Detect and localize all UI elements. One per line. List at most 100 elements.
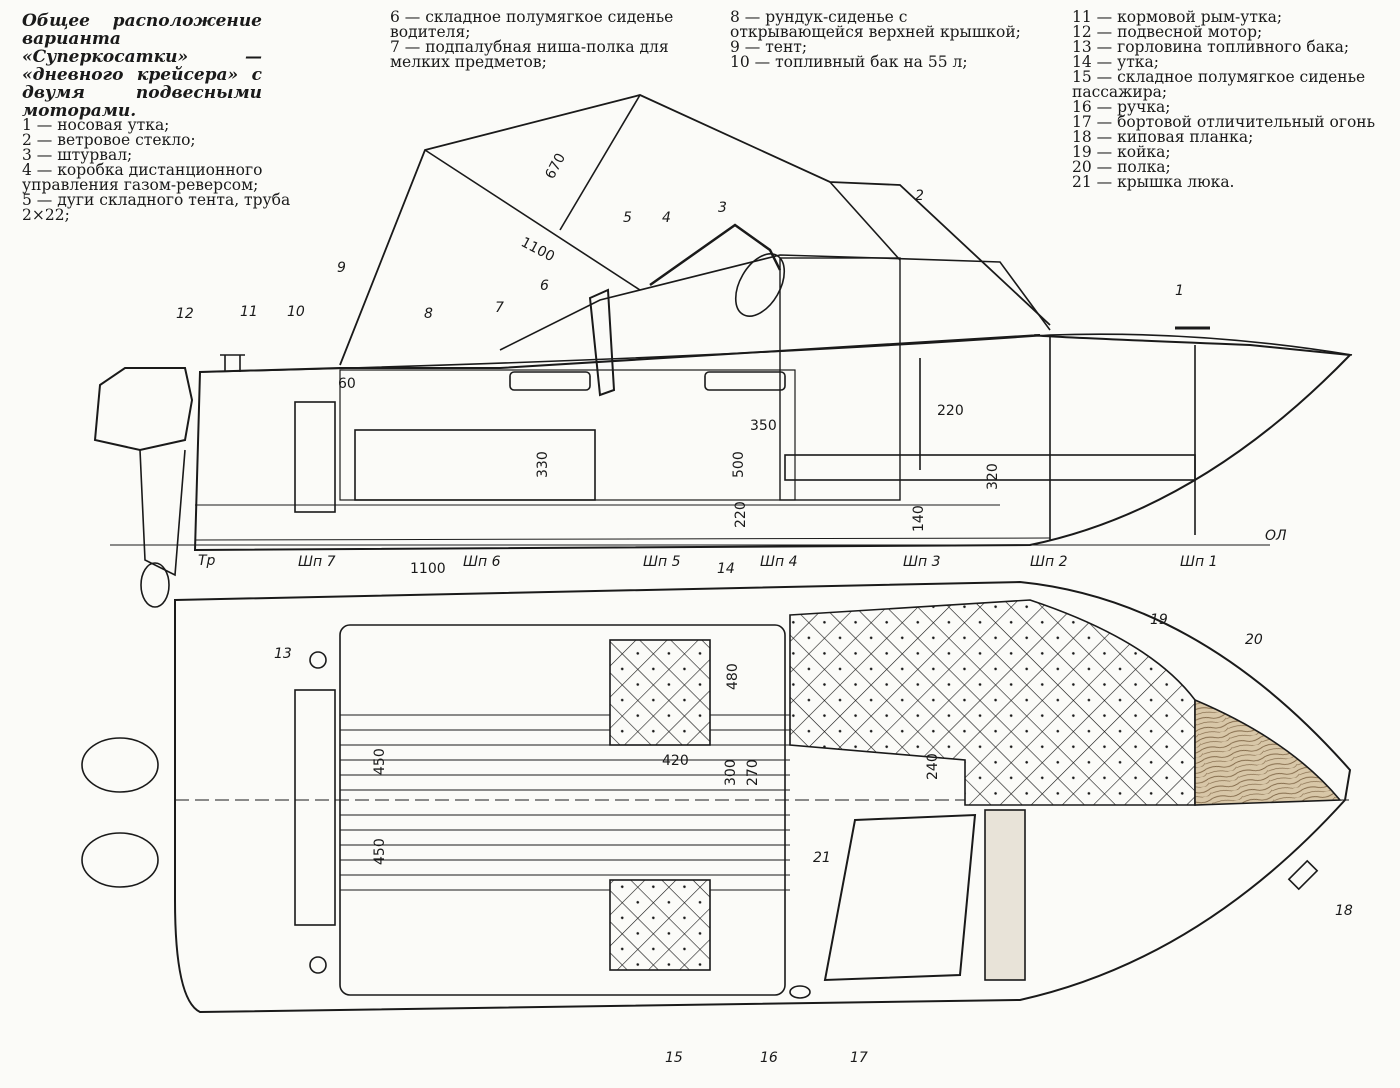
legend-item-15: 15 — складное полумягкое сиденье пассажи… — [1072, 68, 1366, 101]
station-label-3: Шп 5 — [643, 554, 681, 570]
plan-hull — [174, 580, 1352, 1014]
steering-wheel — [734, 253, 786, 317]
dimension-label-4: 500 — [731, 451, 747, 478]
legend-col-3: 8 — рундук-сиденье с открывающейся верхн… — [730, 8, 1030, 70]
callout-label-17: 17 — [850, 1050, 868, 1066]
callout-label-6: 6 — [540, 278, 549, 294]
legend-item-8: 8 — рундук-сиденье с открывающейся верхн… — [730, 8, 1021, 41]
plan-view — [81, 580, 1352, 1014]
transom-locker — [294, 689, 336, 926]
callout-label-15: 15 — [665, 1050, 683, 1066]
bulkhead-box — [779, 257, 901, 501]
callout-label-7: 7 — [495, 300, 504, 316]
legend-item-11: 11 — кормовой рым-утка; — [1072, 8, 1283, 26]
niche-shelf-2 — [704, 371, 786, 391]
callout-label-19: 19 — [1150, 612, 1168, 628]
callout-label-3: 3 — [718, 200, 727, 216]
side-view — [93, 94, 1353, 608]
station-label-4: Шп 4 — [760, 554, 797, 570]
windscreen-plan — [984, 809, 1026, 981]
legend-col-1: 1 — носовая утка; 2 — ветровое стекло; 3… — [22, 116, 342, 223]
legend-item-7: 7 — подпалубная ниша-полка для мелких пр… — [390, 38, 669, 71]
dimension-label-6: 220 — [937, 403, 964, 419]
callout-label-13: 13 — [274, 646, 292, 662]
dimension-label-2: 60 — [338, 376, 356, 392]
dimension-label-13: 450 — [372, 748, 388, 775]
callout-label-1: 1 — [1175, 283, 1184, 299]
dimension-label-10: 1100 — [410, 561, 446, 577]
legend-col-4: 11 — кормовой рым-утка; 12 — подвесной м… — [1072, 8, 1390, 191]
propeller — [140, 562, 170, 608]
dimension-label-14: 450 — [372, 838, 388, 865]
fuel-filler — [309, 651, 327, 669]
legend-item-21: 21 — крышка люка. — [1072, 173, 1235, 191]
tent-hoop-2 — [559, 94, 641, 231]
legend-item-9: 9 — тент; — [730, 38, 808, 56]
dimension-label-11: 480 — [725, 663, 741, 690]
callout-label-11: 11 — [240, 304, 258, 320]
dimension-label-7: 220 — [733, 501, 749, 528]
legend-col-2: 6 — складное полумягкое сиденье водителя… — [390, 8, 690, 71]
dimension-label-17: 240 — [925, 753, 941, 780]
motor-top-1 — [81, 737, 159, 793]
driver-seat-plan — [609, 639, 711, 746]
figure-title: Общее расположение варианта «Суперкосатк… — [22, 11, 262, 121]
fairlead — [1287, 859, 1319, 891]
passenger-seat-plan — [609, 879, 711, 971]
tent-edge — [829, 181, 901, 261]
fuel-tank-side — [294, 401, 336, 513]
legend-item-19: 19 — койка; — [1072, 143, 1171, 161]
callout-label-14: 14 — [717, 561, 735, 577]
legend-item-2: 2 — ветровое стекло; — [22, 131, 196, 149]
callout-label-21: 21 — [813, 850, 831, 866]
legend-item-16: 16 — ручка; — [1072, 98, 1171, 116]
driver-seat-side — [588, 288, 616, 397]
hatch-cover — [823, 813, 977, 982]
station-label-1: Шп 7 — [298, 554, 336, 570]
station-label-6: Шп 2 — [1030, 554, 1068, 570]
station-layer: Тр Шп 7 Шп 6 Шп 5 Шп 4 Шп 3 Шп 2 Шп 1 ОЛ — [198, 528, 1287, 570]
station-label-5: Шп 3 — [903, 554, 940, 570]
legend-item-6: 6 — складное полумягкое сиденье водителя… — [390, 8, 674, 41]
dimension-label-8: 320 — [985, 463, 1001, 490]
niche-shelf — [509, 371, 591, 391]
callout-label-10: 10 — [287, 304, 305, 320]
windscreen — [649, 223, 782, 287]
callout-label-8: 8 — [424, 306, 433, 322]
legend-item-3: 3 — штурвал; — [22, 146, 133, 164]
callout-label-18: 18 — [1335, 903, 1353, 919]
motor-top-2 — [81, 832, 159, 888]
fuel-filler-2 — [309, 956, 327, 974]
station-label-0: Тр — [198, 553, 216, 569]
legend-item-18: 18 — киповая планка; — [1072, 128, 1254, 146]
cabin-top — [499, 254, 1051, 351]
legend-item-13: 13 — горловина топливного бака; — [1072, 38, 1350, 56]
callout-label-5: 5 — [623, 210, 632, 226]
callout-label-9: 9 — [337, 260, 346, 276]
station-label-2: Шп 6 — [463, 554, 501, 570]
locker-seat-side — [354, 429, 596, 501]
station-label-7: Шп 1 — [1180, 554, 1217, 570]
callout-label-4: 4 — [662, 210, 671, 226]
legend-item-1: 1 — носовая утка; — [22, 116, 170, 134]
legend-item-17: 17 — бортовой отличительный огонь — [1072, 113, 1376, 131]
dimension-label-1: 1100 — [518, 234, 557, 265]
dimension-label-3: 330 — [535, 451, 551, 478]
dimension-label-0: 670 — [542, 151, 569, 182]
legend-item-12: 12 — подвесной мотор; — [1072, 23, 1263, 41]
shelf-plan — [1194, 698, 1342, 806]
cockpit-plan — [339, 624, 786, 996]
dimension-label-16: 270 — [745, 759, 761, 786]
keel-line — [194, 537, 1051, 541]
callout-label-20: 20 — [1245, 632, 1263, 648]
dimension-label-5: 350 — [750, 418, 777, 434]
motor-leg-side — [139, 449, 186, 577]
station-label-8: ОЛ — [1265, 528, 1287, 544]
stern-ring — [220, 354, 245, 372]
tent-outline — [339, 94, 1051, 366]
nav-light — [789, 985, 811, 999]
legend-item-4: 4 — коробка дистанционного управления га… — [22, 161, 263, 194]
callout-label-12: 12 — [176, 306, 194, 322]
